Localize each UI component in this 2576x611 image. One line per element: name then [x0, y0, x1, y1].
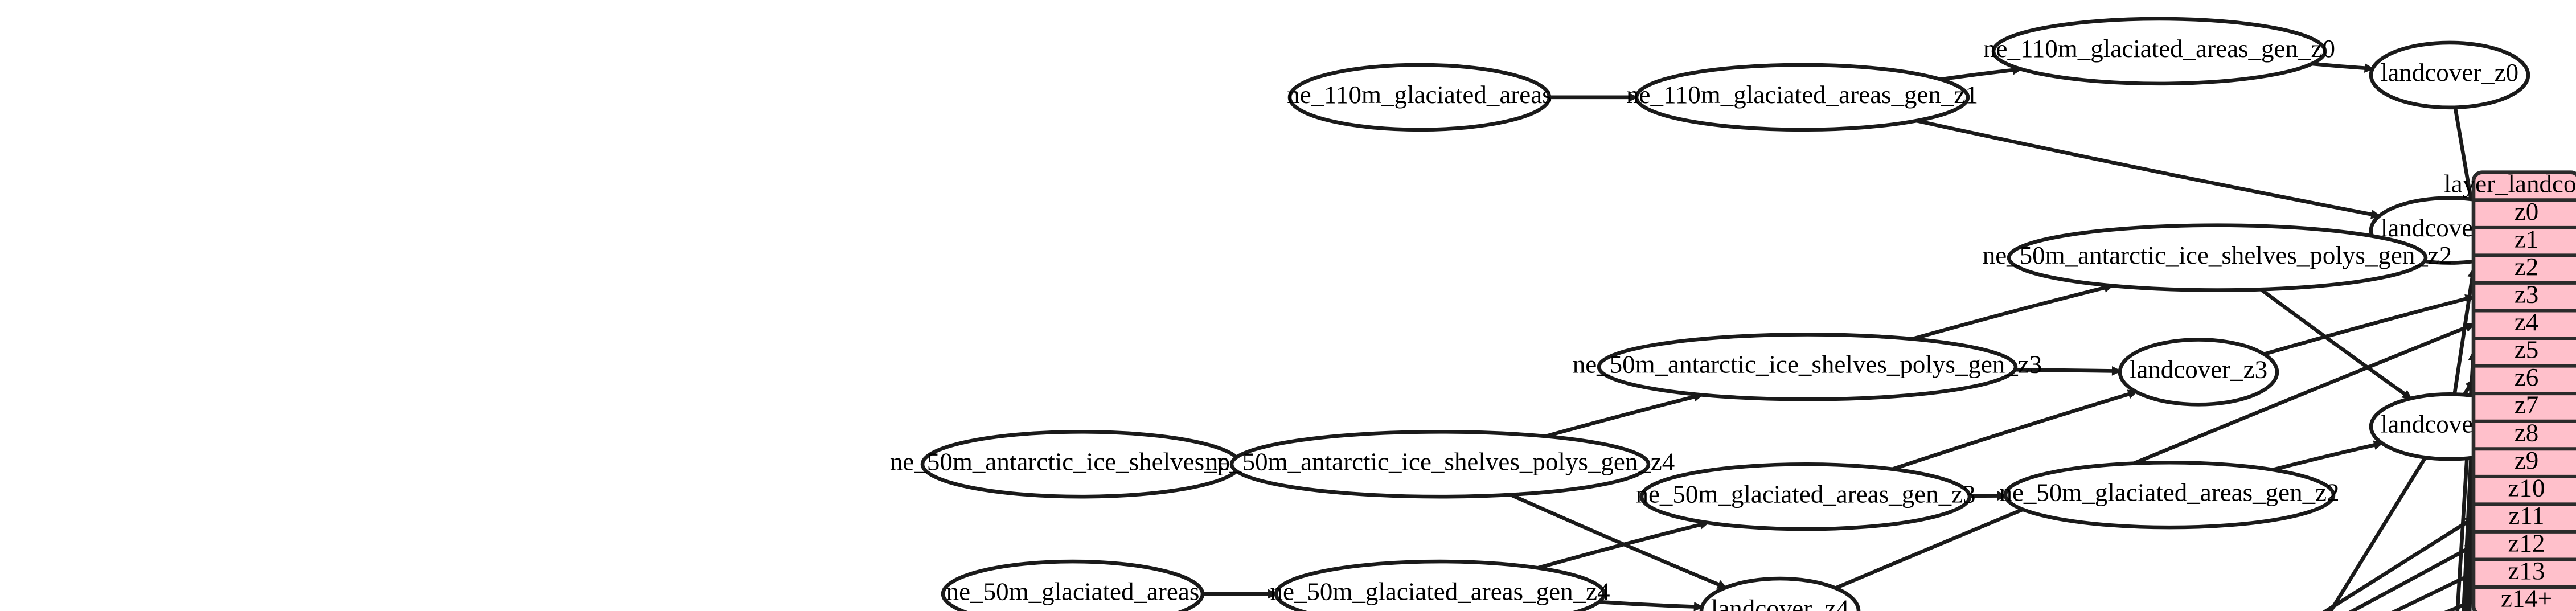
node-landcover_z0[interactable]: landcover_z0 — [2369, 40, 2530, 110]
node-landcover_z3[interactable]: landcover_z3 — [2118, 338, 2279, 407]
node-ne_50m_antarctic_ice_shelves_polys_gen_z3[interactable]: ne_50m_antarctic_ice_shelves_polys_gen_z… — [1573, 333, 2042, 401]
record-row-z7: z7 — [2515, 391, 2538, 419]
edge-ne_50m_glaciated_areas_gen_z4-to-landcover_z4 — [1598, 600, 1704, 611]
node-ellipse — [2369, 40, 2530, 110]
edge-ne_50m_antarctic_ice_shelves_polys_gen_z4-to-ne_50m_antarctic_ice_shelves_polys_gen_z3 — [1545, 392, 1704, 438]
node-ne_110m_glaciated_areas[interactable]: ne_110m_glaciated_areas — [1287, 63, 1552, 132]
edge-ne_50m_antarctic_ice_shelves_polys_gen_z3-to-landcover_z3 — [2015, 366, 2122, 376]
record-row-z12: z12 — [2508, 529, 2545, 557]
node-label: ne_110m_glaciated_areas_gen_z0 — [1983, 34, 2335, 63]
node-ellipse — [1991, 17, 2327, 86]
edge-landcover_z4-to-record_z4 — [1835, 323, 2476, 590]
node-ne_110m_glaciated_areas_gen_z0[interactable]: ne_110m_glaciated_areas_gen_z0 — [1983, 17, 2335, 86]
node-label: ne_50m_antarctic_ice_shelves_polys_gen_z… — [1983, 241, 2452, 269]
record-table-layer: layer_landcoverz0z1z2z3z4z5z6z7z8z9z10z1… — [2444, 169, 2576, 611]
record-row-z1: z1 — [2515, 224, 2538, 253]
node-label: ne_50m_antarctic_ice_shelves_polys — [890, 448, 1273, 476]
record-row-z4: z4 — [2515, 307, 2538, 336]
node-label: landcover_z4 — [1711, 594, 1849, 611]
node-ellipse — [2003, 460, 2336, 530]
record-row-z5: z5 — [2515, 335, 2538, 364]
node-label: ne_50m_glaciated_areas_gen_z3 — [1635, 480, 1975, 509]
edge-ne_50m_antarctic_ice_shelves_polys_gen_z3-to-ne_50m_antarctic_ice_shelves_polys_gen_z2 — [1912, 283, 2114, 341]
node-ellipse — [1639, 462, 1972, 531]
edge-ne_50m_glaciated_areas_gen_z3-to-landcover_z3 — [1892, 389, 2138, 471]
edges-layer — [1203, 61, 2503, 611]
edge-ne_50m_glaciated_areas_gen_z3-to-ne_50m_glaciated_areas_gen_z2 — [1969, 491, 2008, 501]
edge-osm_landcover_gen_z13-to-record_z13 — [2391, 572, 2476, 611]
node-ellipse — [1229, 429, 1651, 499]
node-ellipse — [941, 559, 1205, 611]
edge-ne_110m_glaciated_areas_gen_z1-to-ne_110m_glaciated_areas_gen_z0 — [1940, 65, 2023, 81]
node-ne_50m_glaciated_areas[interactable]: ne_50m_glaciated_areas — [941, 559, 1205, 611]
edge-ne_110m_glaciated_areas_gen_z0-to-landcover_z0 — [2311, 61, 2375, 73]
record-row-z6: z6 — [2515, 363, 2538, 391]
node-ellipse — [2007, 223, 2428, 292]
edge-ne_50m_glaciated_areas-to-ne_50m_glaciated_areas_gen_z4 — [1203, 589, 1278, 599]
node-ne_50m_antarctic_ice_shelves_polys_gen_z2[interactable]: ne_50m_antarctic_ice_shelves_polys_gen_z… — [1983, 223, 2452, 292]
edge-ne_50m_glaciated_areas_gen_z2-to-landcover_z2 — [2272, 440, 2384, 472]
edge-landcover_z3-to-record_z3 — [2263, 294, 2476, 356]
node-ne_50m_glaciated_areas_gen_z3[interactable]: ne_50m_glaciated_areas_gen_z3 — [1635, 462, 1976, 531]
node-ne_50m_glaciated_areas_gen_z2[interactable]: ne_50m_glaciated_areas_gen_z2 — [1999, 460, 2340, 530]
record-row-z10: z10 — [2508, 473, 2545, 502]
record-table: layer_landcoverz0z1z2z3z4z5z6z7z8z9z10z1… — [2444, 169, 2576, 611]
node-ellipse — [2118, 338, 2279, 407]
node-ne_50m_antarctic_ice_shelves_polys_gen_z4[interactable]: ne_50m_antarctic_ice_shelves_polys_gen_z… — [1205, 429, 1675, 499]
record-row-z9: z9 — [2515, 446, 2538, 474]
node-ellipse — [1699, 576, 1861, 611]
edge-osm_landcover_gen_z12-to-record_z12 — [2348, 544, 2476, 611]
record-row-z8: z8 — [2515, 418, 2538, 446]
record-header: layer_landcover — [2444, 169, 2576, 198]
node-label: landcover_z0 — [2381, 58, 2518, 87]
record-row-z14+: z14+ — [2501, 584, 2552, 611]
edge-ne_110m_glaciated_areas-to-ne_110m_glaciated_areas_gen_z1 — [1549, 92, 1639, 102]
record-row-z0: z0 — [2515, 197, 2538, 225]
node-ne_50m_glaciated_areas_gen_z4[interactable]: ne_50m_glaciated_areas_gen_z4 — [1270, 559, 1610, 611]
node-label: ne_50m_antarctic_ice_shelves_polys_gen_z… — [1205, 448, 1675, 476]
edge-ne_50m_glaciated_areas_gen_z4-to-ne_50m_glaciated_areas_gen_z3 — [1537, 520, 1710, 570]
node-label: ne_50m_antarctic_ice_shelves_polys_gen_z… — [1573, 350, 2042, 379]
node-label: landcover_z3 — [2130, 355, 2267, 384]
node-ellipse — [1274, 559, 1606, 611]
record-row-z2: z2 — [2515, 252, 2538, 281]
record-row-z11: z11 — [2508, 501, 2544, 530]
node-label: ne_110m_glaciated_areas — [1287, 80, 1552, 109]
node-ellipse — [1287, 63, 1552, 132]
edge-ne_110m_glaciated_areas_gen_z1-to-landcover_z1 — [1915, 118, 2381, 219]
record-row-z13: z13 — [2508, 556, 2545, 585]
node-ellipse — [1597, 333, 2018, 401]
node-label: ne_50m_glaciated_areas_gen_z2 — [1999, 478, 2339, 507]
node-landcover_z4[interactable]: landcover_z4 — [1699, 576, 1861, 611]
record-row-z3: z3 — [2515, 280, 2538, 309]
node-label: ne_50m_glaciated_areas — [946, 577, 1200, 605]
nodes-layer: imposm3osm_landcover_polygonsimplify_vw_… — [890, 17, 2530, 611]
node-label: ne_110m_glaciated_areas_gen_z1 — [1626, 80, 1978, 109]
node-ellipse — [1634, 63, 1970, 132]
node-label: ne_50m_glaciated_areas_gen_z4 — [1270, 577, 1610, 605]
edge-osm_landcover_gen_z11-to-record_z11 — [2321, 516, 2475, 611]
node-ne_110m_glaciated_areas_gen_z1[interactable]: ne_110m_glaciated_areas_gen_z1 — [1626, 63, 1978, 132]
